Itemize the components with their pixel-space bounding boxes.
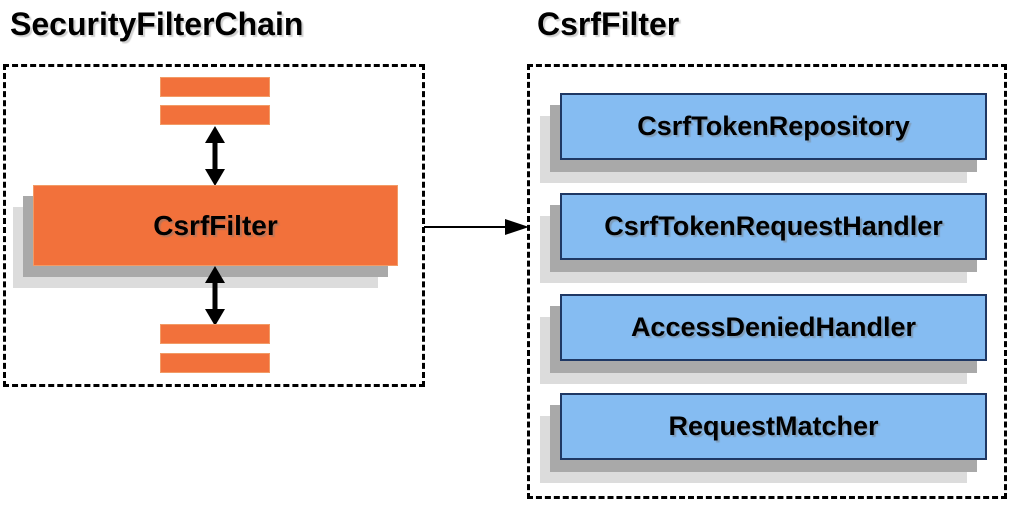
component-label: CsrfTokenRequestHandler — [604, 211, 943, 241]
security-filter-chain-panel — [3, 64, 425, 387]
component-box-csrf-token-repository: CsrfTokenRepository — [560, 93, 987, 160]
csrf-filter-box: CsrfFilter — [33, 185, 398, 266]
bidirectional-arrow-icon — [205, 266, 225, 326]
filter-bar — [160, 324, 270, 344]
component-label: CsrfTokenRepository — [637, 111, 910, 141]
filter-bar — [160, 77, 270, 97]
filter-bar — [160, 353, 270, 373]
filter-bar — [160, 105, 270, 125]
component-box-request-matcher: RequestMatcher — [560, 393, 987, 460]
component-box-csrf-token-request-handler: CsrfTokenRequestHandler — [560, 193, 987, 260]
component-label: RequestMatcher — [668, 411, 879, 441]
component-label: AccessDeniedHandler — [630, 312, 917, 342]
csrf-filter-panel — [527, 64, 1007, 499]
component-box-access-denied-handler: AccessDeniedHandler — [560, 294, 987, 361]
csrf-filter-box-label: CsrfFilter — [153, 209, 278, 241]
security-filter-chain-title: SecurityFilterChain — [10, 6, 304, 42]
csrf-filter-title: CsrfFilter — [537, 6, 680, 42]
flow-arrow-icon — [424, 219, 529, 235]
bidirectional-arrow-icon — [205, 126, 225, 186]
